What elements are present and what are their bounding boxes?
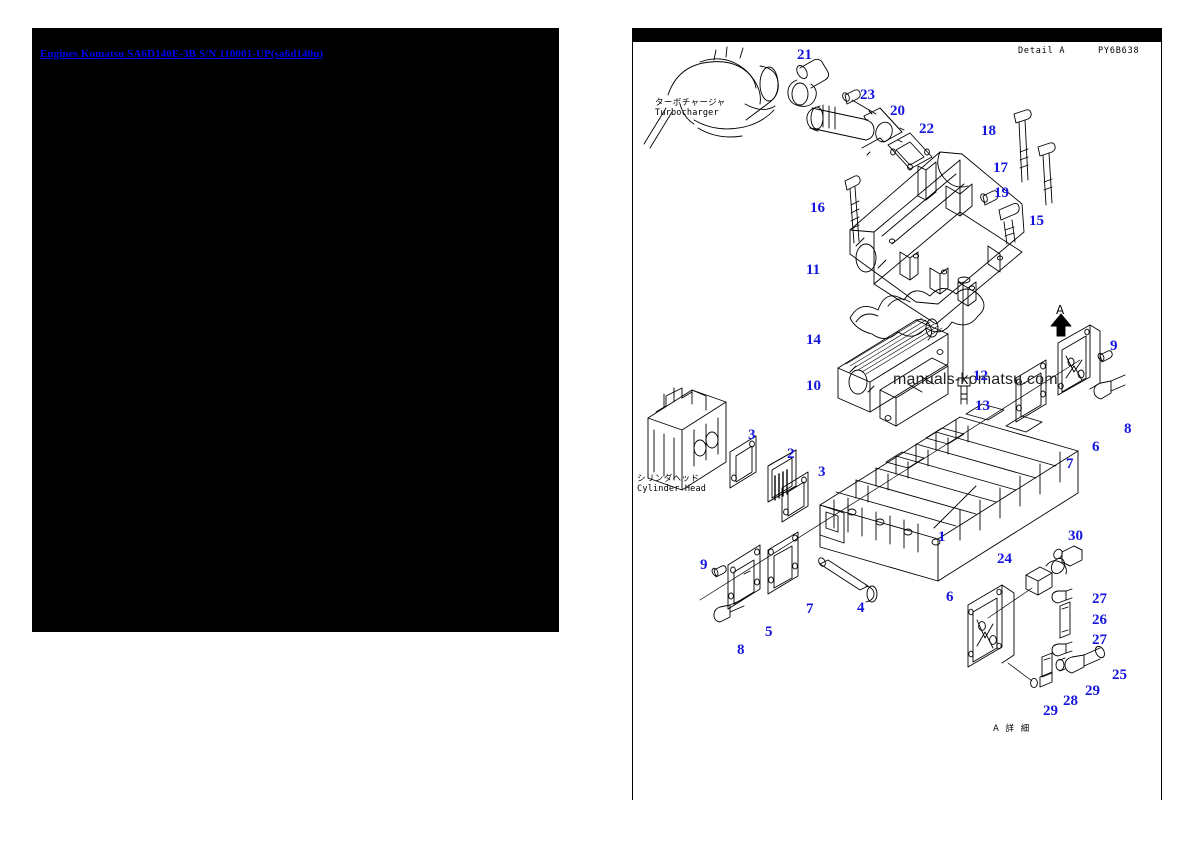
callout-number-19: 19 bbox=[994, 185, 1009, 201]
callout-number-13: 13 bbox=[975, 398, 990, 414]
callout-number-7: 7 bbox=[1066, 456, 1074, 472]
callout-number-23: 23 bbox=[860, 87, 875, 103]
callout-number-3: 3 bbox=[748, 427, 756, 443]
callout-number-10: 10 bbox=[806, 378, 821, 394]
detail-a-footer: A 詳 細 bbox=[993, 724, 1032, 734]
document-title-link[interactable]: Engines Komatsu SA6D140E-3B S/N 110001-U… bbox=[40, 48, 324, 60]
diagram-top-bar bbox=[632, 28, 1162, 42]
callout-number-25: 25 bbox=[1112, 667, 1127, 683]
cylinder-head-label: シリンダヘッド Cylinder Head bbox=[637, 474, 706, 494]
callout-number-8: 8 bbox=[737, 642, 745, 658]
callout-number-11: 11 bbox=[806, 262, 821, 278]
callout-number-12: 12 bbox=[973, 368, 988, 384]
turbocharger-label-en: Turbocharger bbox=[655, 108, 719, 118]
callout-number-3: 3 bbox=[818, 464, 826, 480]
site-watermark: manuals-komatsu.com bbox=[893, 371, 1058, 388]
callout-number-17: 17 bbox=[993, 160, 1008, 176]
left-content-panel bbox=[32, 28, 559, 632]
parts-diagram-panel bbox=[632, 28, 1162, 800]
callout-number-7: 7 bbox=[806, 601, 814, 617]
drawing-number: PY6B638 bbox=[1098, 46, 1140, 56]
turbocharger-label: ターボチャージャ Turbocharger bbox=[655, 98, 726, 118]
callout-number-27: 27 bbox=[1092, 632, 1107, 648]
section-marker-a: A bbox=[1056, 303, 1065, 317]
diagram-left-border bbox=[632, 42, 633, 800]
callout-number-1: 1 bbox=[938, 529, 946, 545]
callout-number-5: 5 bbox=[765, 624, 773, 640]
turbocharger-label-jp: ターボチャージャ bbox=[655, 98, 726, 108]
callout-number-6: 6 bbox=[946, 589, 954, 605]
callout-number-29: 29 bbox=[1085, 683, 1100, 699]
callout-number-9: 9 bbox=[700, 557, 708, 573]
diagram-right-border bbox=[1161, 42, 1162, 800]
callout-number-20: 20 bbox=[890, 103, 905, 119]
detail-a-header: Detail A bbox=[1018, 46, 1066, 56]
callout-number-27: 27 bbox=[1092, 591, 1107, 607]
callout-number-16: 16 bbox=[810, 200, 825, 216]
callout-number-2: 2 bbox=[787, 446, 795, 462]
callout-number-30: 30 bbox=[1068, 528, 1083, 544]
callout-number-6: 6 bbox=[1092, 439, 1100, 455]
callout-number-22: 22 bbox=[919, 121, 934, 137]
callout-number-21: 21 bbox=[797, 47, 812, 63]
cylinder-head-label-en: Cylinder Head bbox=[637, 484, 707, 494]
callout-number-8: 8 bbox=[1124, 421, 1132, 437]
callout-number-15: 15 bbox=[1029, 213, 1044, 229]
callout-number-14: 14 bbox=[806, 332, 821, 348]
callout-number-9: 9 bbox=[1110, 338, 1118, 354]
callout-number-4: 4 bbox=[857, 600, 865, 616]
callout-number-26: 26 bbox=[1092, 612, 1107, 628]
cylinder-head-label-jp: シリンダヘッド bbox=[637, 474, 700, 484]
callout-number-28: 28 bbox=[1063, 693, 1078, 709]
callout-number-24: 24 bbox=[997, 551, 1012, 567]
callout-number-29: 29 bbox=[1043, 703, 1058, 719]
callout-number-18: 18 bbox=[981, 123, 996, 139]
